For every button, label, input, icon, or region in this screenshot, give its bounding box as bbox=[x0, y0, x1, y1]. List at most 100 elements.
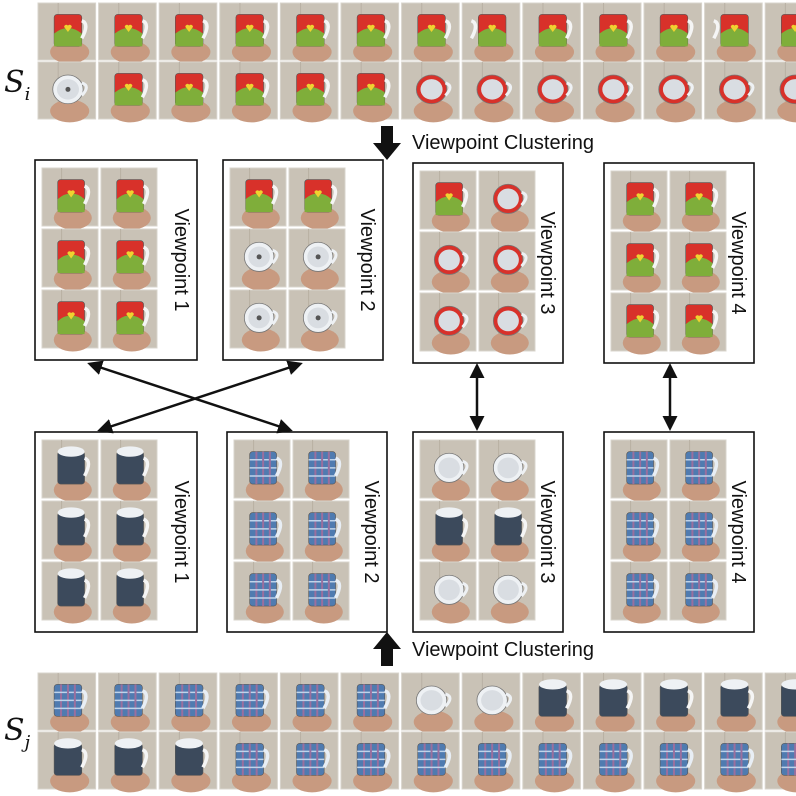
mug-photo-tile bbox=[643, 61, 703, 123]
mug-photo-tile bbox=[582, 2, 642, 64]
mug-photo-tile bbox=[764, 2, 796, 64]
mug-photo-tile bbox=[41, 561, 99, 624]
mug-photo-tile bbox=[610, 231, 668, 294]
mug-photo-tile bbox=[98, 731, 157, 793]
viewpoint-label: Viewpoint 2 bbox=[356, 208, 378, 311]
mug-photo-tile bbox=[522, 672, 581, 734]
mug-photo-tile bbox=[669, 500, 727, 563]
mug-photo-tile bbox=[158, 731, 218, 793]
viewpoint-label: Viewpoint 4 bbox=[727, 480, 749, 583]
bottom-sequence-strip bbox=[37, 672, 796, 793]
mug-photo-tile bbox=[419, 500, 477, 563]
cluster-panel-viewpoint-2: Viewpoint 2 bbox=[226, 431, 388, 633]
mug-photo-tile bbox=[288, 289, 346, 352]
mug-photo-tile bbox=[288, 167, 346, 230]
mug-photo-tile bbox=[419, 439, 477, 502]
mug-photo-tile bbox=[158, 672, 218, 734]
mug-photo-tile bbox=[643, 672, 703, 734]
mug-photo-tile bbox=[522, 61, 581, 123]
top-sequence-strip bbox=[37, 2, 796, 123]
match-arrow-2-to-1 bbox=[97, 360, 303, 434]
mug-photo-tile bbox=[522, 2, 581, 64]
mug-photo-tile bbox=[610, 292, 668, 355]
cluster-panel-viewpoint-2: Viewpoint 2 bbox=[222, 159, 384, 361]
mug-photo-tile bbox=[610, 500, 668, 563]
mug-photo-tile bbox=[461, 2, 521, 64]
mug-photo-tile bbox=[98, 2, 157, 64]
cluster-panel-viewpoint-3: Viewpoint 3 bbox=[412, 431, 564, 633]
mug-photo-tile bbox=[610, 170, 668, 233]
mug-photo-tile bbox=[401, 61, 460, 123]
mug-photo-tile bbox=[340, 2, 400, 64]
clustering-arrow-bottom bbox=[373, 632, 401, 666]
bottom-cluster-panels: Viewpoint 1 Viewpoint 2 Viewpoint 3 Viewpoi… bbox=[34, 431, 755, 633]
mug-photo-tile bbox=[158, 2, 218, 64]
mug-photo-tile bbox=[41, 167, 99, 230]
mug-photo-tile bbox=[478, 231, 536, 294]
cluster-panel-viewpoint-1: Viewpoint 1 bbox=[34, 431, 198, 633]
viewpoint-label: Viewpoint 3 bbox=[536, 480, 558, 583]
mug-photo-tile bbox=[582, 672, 642, 734]
mug-photo-tile bbox=[41, 228, 99, 291]
sequence-label-sj: Sj bbox=[4, 713, 31, 753]
mug-photo-tile bbox=[401, 672, 460, 734]
mug-photo-tile bbox=[582, 61, 642, 123]
mug-photo-tile bbox=[279, 672, 339, 734]
mug-photo-tile bbox=[669, 292, 727, 355]
mug-photo-tile bbox=[41, 500, 99, 563]
viewpoint-label: Viewpoint 2 bbox=[360, 480, 382, 583]
mug-photo-tile bbox=[764, 61, 796, 123]
mug-photo-tile bbox=[37, 61, 97, 123]
mug-photo-tile bbox=[669, 231, 727, 294]
mug-photo-tile bbox=[279, 2, 339, 64]
mug-photo-tile bbox=[478, 439, 536, 502]
viewpoint-label: Viewpoint 4 bbox=[727, 211, 749, 314]
mug-photo-tile bbox=[292, 439, 350, 502]
mug-photo-tile bbox=[279, 61, 339, 123]
mug-photo-tile bbox=[419, 170, 477, 233]
mug-photo-tile bbox=[100, 439, 158, 502]
viewpoint-label: Viewpoint 3 bbox=[536, 211, 558, 314]
mug-photo-tile bbox=[401, 2, 460, 64]
cluster-panel-viewpoint-4: Viewpoint 4 bbox=[603, 431, 755, 633]
sequence-label-si: Si bbox=[4, 65, 30, 105]
mug-photo-tile bbox=[419, 561, 477, 624]
mug-photo-tile bbox=[98, 61, 157, 123]
viewpoint-label: Viewpoint 1 bbox=[170, 208, 192, 311]
mug-photo-tile bbox=[478, 292, 536, 355]
mug-photo-tile bbox=[288, 228, 346, 291]
mug-photo-tile bbox=[461, 731, 521, 793]
mug-photo-tile bbox=[643, 731, 703, 793]
mug-photo-tile bbox=[100, 500, 158, 563]
mug-photo-tile bbox=[292, 561, 350, 624]
mug-photo-tile bbox=[100, 289, 158, 352]
mug-photo-tile bbox=[669, 561, 727, 624]
mug-photo-tile bbox=[704, 61, 763, 123]
mug-photo-tile bbox=[229, 228, 287, 291]
mug-photo-tile bbox=[643, 2, 703, 64]
mug-photo-tile bbox=[582, 731, 642, 793]
viewpoint-label: Viewpoint 1 bbox=[170, 480, 192, 583]
mug-photo-tile bbox=[340, 61, 400, 123]
mug-photo-tile bbox=[37, 2, 97, 64]
mug-photo-tile bbox=[704, 672, 763, 734]
mug-photo-tile bbox=[340, 672, 400, 734]
mug-photo-tile bbox=[340, 731, 400, 793]
mug-photo-tile bbox=[100, 561, 158, 624]
mug-photo-tile bbox=[219, 61, 278, 123]
mug-photo-tile bbox=[100, 167, 158, 230]
match-arrow-1-to-2 bbox=[87, 360, 293, 434]
mug-photo-tile bbox=[229, 167, 287, 230]
mug-photo-tile bbox=[704, 731, 763, 793]
mug-photo-tile bbox=[461, 672, 521, 734]
match-arrows bbox=[87, 360, 678, 434]
clustering-label-top: Viewpoint Clustering bbox=[412, 132, 594, 154]
cluster-panel-viewpoint-1: Viewpoint 1 bbox=[34, 159, 198, 361]
clustering-arrow-top bbox=[373, 126, 401, 160]
mug-photo-tile bbox=[669, 439, 727, 502]
top-cluster-panels: Viewpoint 1 Viewpoint 2 Viewpoint 3 Viewpoi… bbox=[34, 159, 755, 364]
mug-photo-tile bbox=[100, 228, 158, 291]
mug-photo-tile bbox=[419, 231, 477, 294]
clustering-label-bottom: Viewpoint Clustering bbox=[412, 639, 594, 661]
